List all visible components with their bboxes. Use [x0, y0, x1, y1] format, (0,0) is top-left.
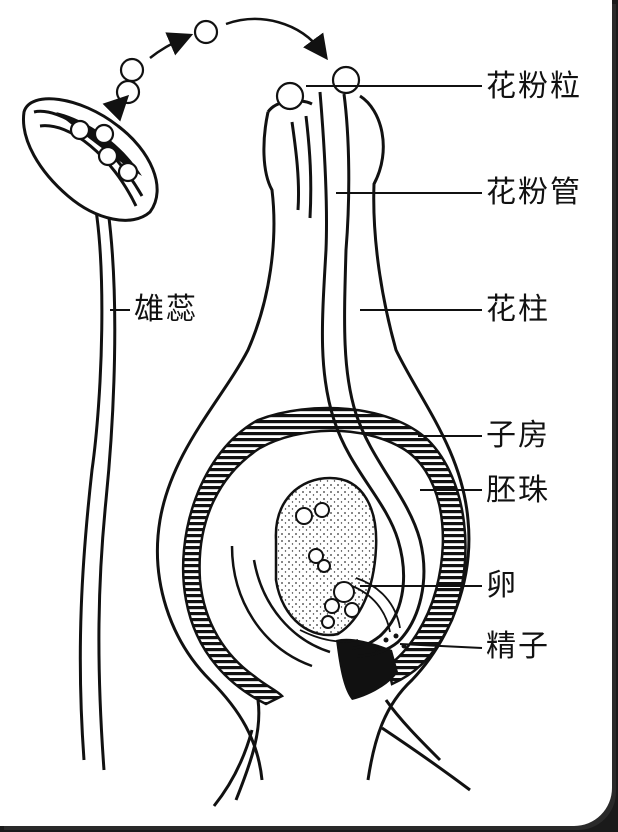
- stamen-filament-inner: [97, 209, 117, 771]
- anther-pollen: [69, 119, 139, 183]
- label-pollen-grain: 花粉粒: [486, 69, 582, 104]
- label-egg: 卵: [486, 568, 518, 603]
- stamen: [21, 97, 159, 771]
- arc-arrow: [225, 17, 328, 61]
- label-style: 花柱: [486, 292, 550, 327]
- travel-arrows: [102, 17, 328, 122]
- egg-cell: [333, 581, 355, 603]
- micropyle-lines: [299, 577, 401, 643]
- floating-pollen: [115, 19, 219, 105]
- pollen-tube: [318, 91, 426, 658]
- pistil-outline: [156, 111, 276, 781]
- pistil: [156, 94, 471, 781]
- ovary-wall: [181, 406, 467, 706]
- label-pollen-tube: 花粉管: [486, 175, 582, 210]
- stamen-filament: [78, 187, 104, 761]
- label-sperm: 精子: [486, 629, 550, 664]
- funiculus: [336, 638, 398, 700]
- stigma-pollen: [275, 65, 361, 111]
- label-stamen: 雄蕊: [134, 292, 198, 327]
- label-ovule: 胚珠: [486, 473, 550, 508]
- anther: [21, 97, 159, 222]
- receptacle: [212, 699, 471, 807]
- leader-lines: [110, 85, 483, 649]
- label-ovary: 子房: [486, 418, 550, 453]
- ovule: [230, 545, 331, 668]
- embryo-sac: [274, 476, 378, 637]
- embryo-sac-cells: [295, 502, 360, 629]
